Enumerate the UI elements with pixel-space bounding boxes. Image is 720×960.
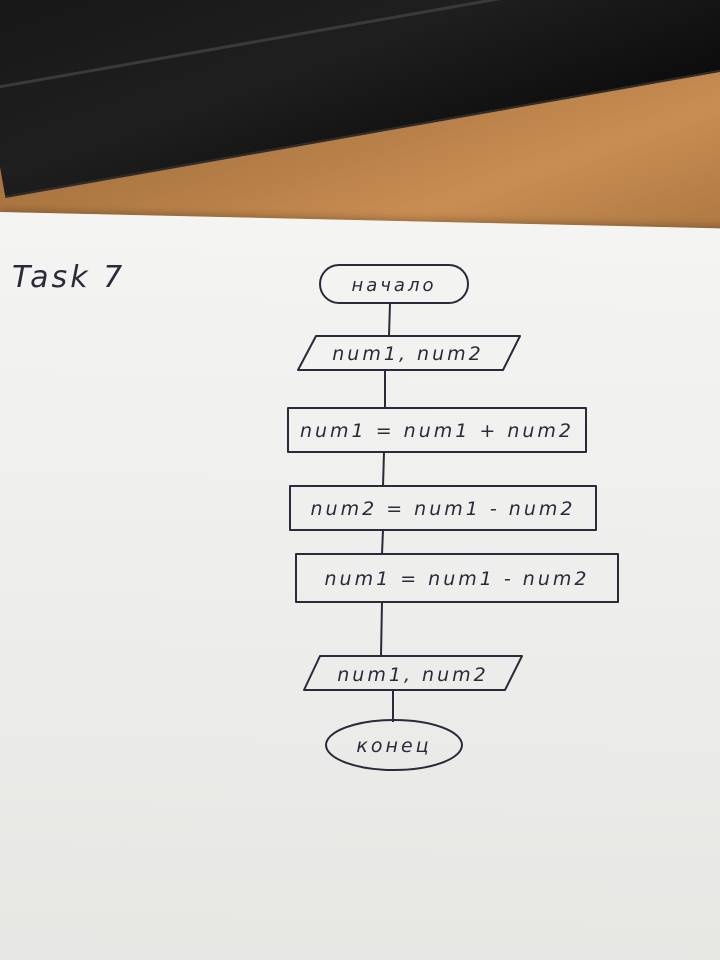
connector-4: [381, 529, 384, 555]
start-terminal: начало: [319, 264, 469, 304]
task-label: Task 7: [12, 260, 125, 295]
input-label: num1, num2: [332, 343, 483, 365]
output-label: num1, num2: [337, 664, 488, 686]
connector-1: [388, 302, 391, 337]
end-terminal: конец: [325, 719, 463, 771]
step3-label: num1 = num1 - num2: [325, 568, 590, 590]
step1-label: num1 = num1 + num2: [300, 420, 574, 442]
start-label: начало: [352, 275, 437, 296]
process-block-3: num1 = num1 - num2: [295, 553, 619, 603]
connector-3: [382, 451, 385, 487]
process-block-1: num1 = num1 + num2: [287, 407, 587, 453]
step2-label: num2 = num1 - num2: [311, 498, 576, 520]
end-label: конец: [356, 735, 431, 757]
connector-5: [380, 601, 383, 657]
output-block: num1, num2: [303, 655, 523, 691]
process-block-2: num2 = num1 - num2: [289, 485, 597, 531]
input-block: num1, num2: [297, 335, 521, 371]
